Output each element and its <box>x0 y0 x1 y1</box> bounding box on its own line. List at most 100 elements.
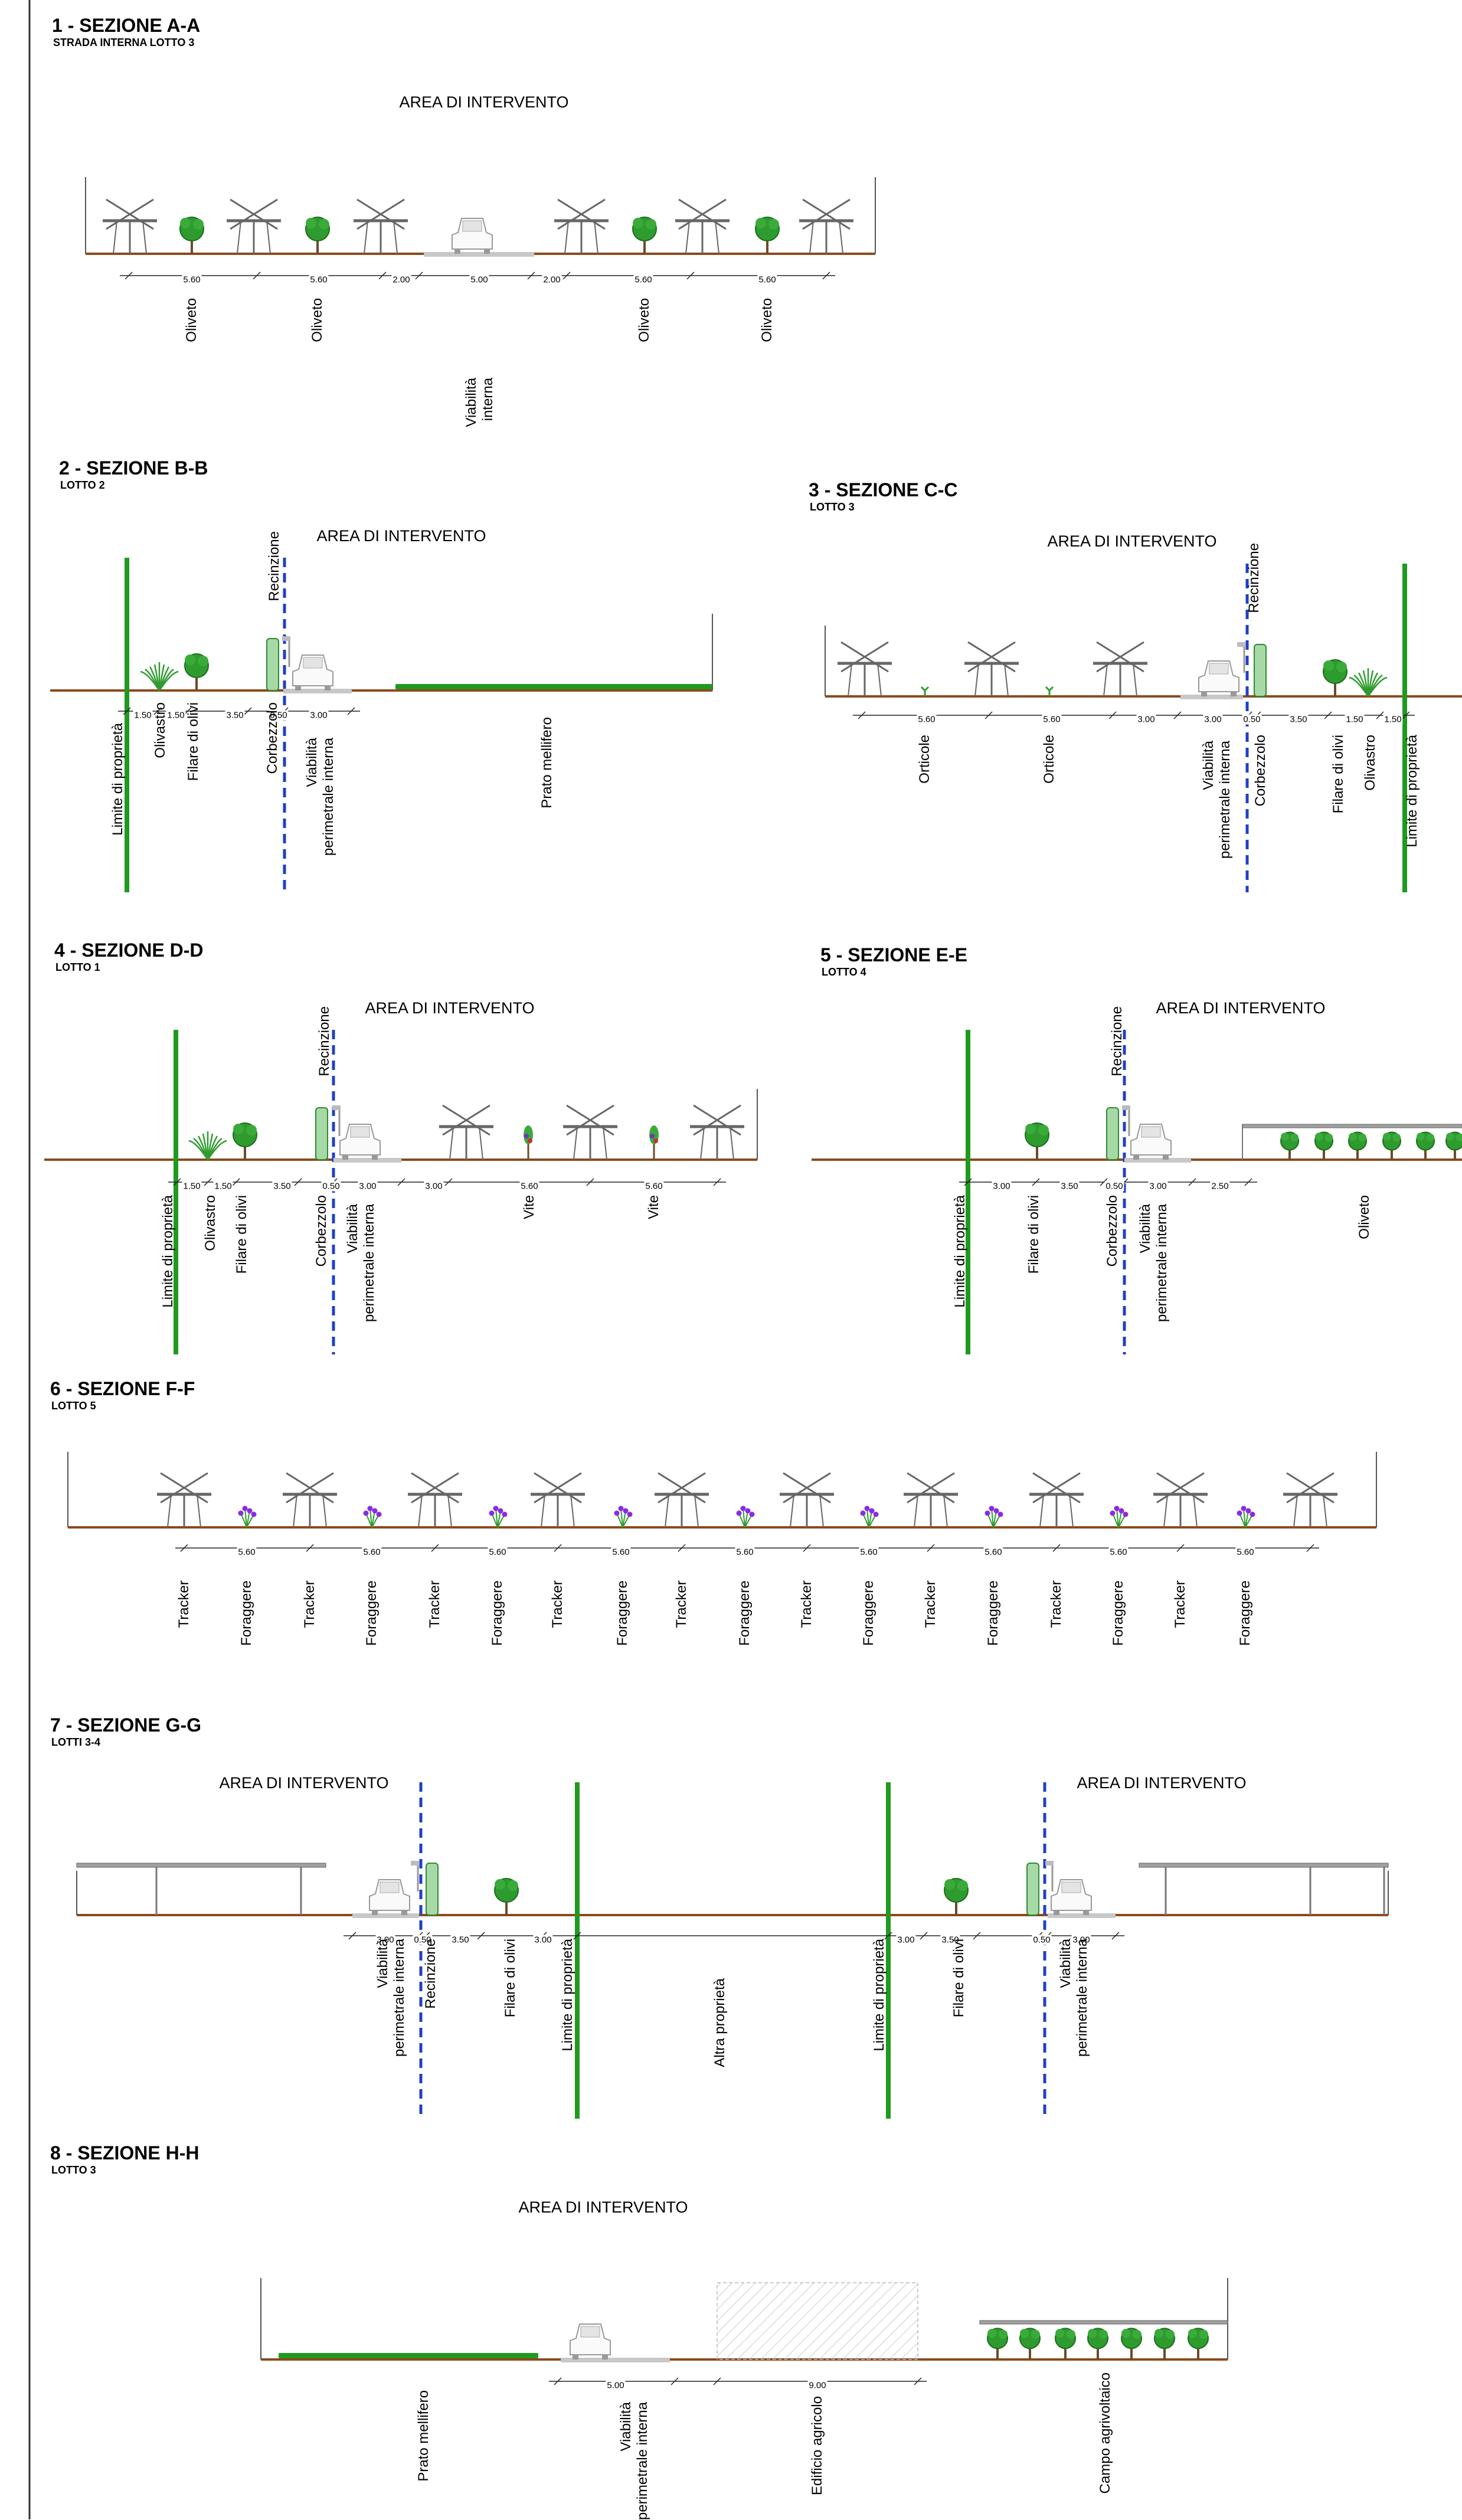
tree-part <box>1288 1150 1291 1160</box>
tracker-icon-s6 <box>1153 1473 1208 1527</box>
tree-part <box>1291 1134 1299 1142</box>
tracker-part <box>839 221 843 254</box>
vertical-label-text: Foraggere <box>238 1580 255 1646</box>
pv-panel-row-s7 <box>1139 1863 1388 1867</box>
tracker-part <box>701 1127 704 1160</box>
vertical-label-text: Foraggere <box>1237 1580 1254 1646</box>
tracker-icon-s6 <box>408 1473 462 1527</box>
dimension-value: 3.00 <box>1136 715 1156 725</box>
section-subtitle: LOTTO 2 <box>60 479 105 492</box>
tree-part <box>246 1125 257 1135</box>
tracker-part <box>665 1494 669 1527</box>
vertical-label-text: Tracker <box>799 1580 815 1628</box>
section-subtitle: STRADA INTERNA LOTTO 3 <box>53 37 194 49</box>
olivastro-shrub-icon-s2 <box>140 662 178 690</box>
tracker-part <box>878 663 881 696</box>
lamp-head-s5 <box>1122 1105 1130 1110</box>
vertical-label-text: Tracker <box>550 1580 566 1628</box>
vertical-label-text: Tracker <box>1172 1580 1189 1628</box>
tracker-part <box>1294 1494 1297 1527</box>
forage-part <box>614 1511 620 1516</box>
dimension-value: 1.50 <box>133 711 152 721</box>
tree-part <box>185 654 195 665</box>
tree-part <box>1038 1125 1049 1135</box>
vertical-label-text: Viabilità interna <box>463 378 496 427</box>
vertical-label-text: Recinzione <box>266 531 283 601</box>
section-title: 3 - SEZIONE C-C <box>809 479 957 501</box>
tree-part <box>1359 1134 1367 1142</box>
forage-plant-icon-s6 <box>737 1506 755 1528</box>
dimension-value: 5.60 <box>309 275 328 285</box>
dimension-value: 3.00 <box>309 711 328 721</box>
dimension-value: 5.60 <box>917 715 936 725</box>
olive-tree-icon-s5 <box>1349 1133 1366 1160</box>
vertical-label-text: Orticole <box>917 735 933 784</box>
forage-plant-icon-s6 <box>364 1506 382 1528</box>
tree-part <box>1391 1150 1393 1160</box>
tree-part <box>1417 1133 1425 1141</box>
lamp-head-s7 <box>411 1861 419 1866</box>
tree-part <box>1315 1133 1323 1141</box>
olive-tree-icon-s8 <box>1088 2328 1108 2359</box>
dimension-value: 1.50 <box>213 1182 233 1192</box>
vertical-label-text: Corbezzolo <box>1104 1195 1121 1266</box>
dimension-value: 0.50 <box>321 1182 341 1192</box>
section-title: 6 - SEZIONE F-F <box>50 1378 195 1400</box>
tracker-part <box>1193 1494 1197 1527</box>
vertical-label-text: Orticole <box>1041 735 1058 784</box>
forage-part <box>998 1512 1003 1517</box>
forage-part <box>861 1511 866 1516</box>
tracker-icon-s6 <box>780 1473 834 1527</box>
section-title: 7 - SEZIONE G-G <box>50 1714 201 1736</box>
forage-part <box>247 1508 253 1514</box>
vertical-label-text: Altra proprietà <box>712 1978 728 2067</box>
forage-part <box>745 1508 751 1514</box>
dimension-value: 5.60 <box>1235 1547 1255 1557</box>
tree-part <box>198 656 208 666</box>
vehicle-part <box>1142 1127 1160 1137</box>
tree-part <box>1133 2330 1142 2339</box>
tracker-part <box>1164 1494 1167 1527</box>
tracker-icon-s4 <box>690 1105 744 1160</box>
dimension-value: 5.60 <box>488 1547 507 1557</box>
corbezzolo-hedge-icon-s7 <box>426 1863 438 1915</box>
vehicle-part <box>1133 1155 1139 1160</box>
vertical-label-text: Recinzione <box>423 1939 439 2009</box>
section-subtitle: LOTTO 4 <box>822 966 866 978</box>
area-label: AREA DI INTERVENTO <box>1077 1774 1246 1792</box>
section-subtitle: LOTTO 3 <box>51 2164 96 2177</box>
tree-part <box>768 219 779 230</box>
vertical-label-text: Viabilità perimetrale interna <box>1201 741 1234 859</box>
tracker-part <box>1005 663 1008 696</box>
tracker-part <box>571 1494 574 1527</box>
tracker-icon-s6 <box>1283 1473 1337 1527</box>
olive-tree-icon-s8 <box>1055 2328 1075 2359</box>
forage-part <box>874 1512 879 1517</box>
vehicle-icon-s7 <box>369 1880 410 1915</box>
dimension-value: 5.60 <box>237 1547 256 1557</box>
vertical-label-text: Filare di olivi <box>234 1195 250 1274</box>
tree-part <box>1199 2330 1208 2339</box>
tree-part <box>1454 1150 1456 1160</box>
forage-part <box>364 1511 369 1516</box>
tracker-part <box>730 1127 734 1160</box>
tree-part <box>1427 1134 1435 1142</box>
olive-tree-icon-s5 <box>1315 1133 1333 1160</box>
vertical-label-text: Limite di proprietà <box>560 1939 576 2051</box>
tree-part <box>957 1880 968 1891</box>
olive-tree-icon-s5 <box>1417 1133 1434 1160</box>
tracker-part <box>944 1494 947 1527</box>
dimension-value: 5.60 <box>1108 1547 1128 1557</box>
dimension-value: 3.50 <box>225 711 244 721</box>
vertical-label-text: Foraggere <box>364 1580 380 1646</box>
forage-part <box>251 1512 257 1517</box>
tracker-part <box>1040 1494 1044 1527</box>
olive-tree-icon-s8 <box>1020 2328 1040 2359</box>
vertical-label-text: Olivastro <box>152 702 169 758</box>
vehicle-part <box>1209 663 1228 674</box>
tracker-icon-s1 <box>103 199 157 254</box>
tree-part <box>1336 662 1347 672</box>
olive-tree-icon-s5 <box>1446 1133 1462 1160</box>
area-label: AREA DI INTERVENTO <box>219 1774 388 1792</box>
grass-strip-s2 <box>395 684 712 689</box>
